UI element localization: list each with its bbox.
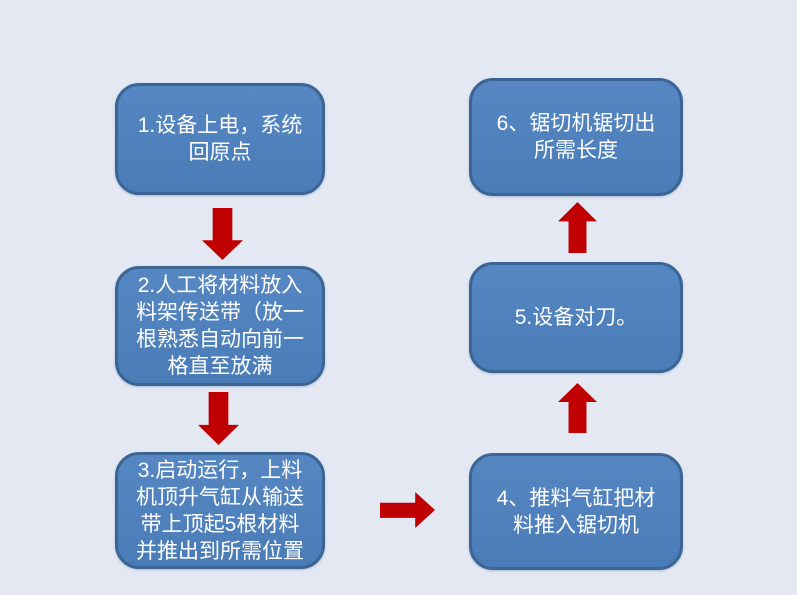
- up-arrow-icon: [558, 383, 597, 433]
- flow-step-5: 5.设备对刀。: [469, 262, 683, 373]
- flow-step-3-text-line: 机顶升气缸从输送: [136, 485, 304, 509]
- flow-step-5-text-line: 5.设备对刀。: [514, 306, 638, 329]
- flow-step-1: 1.设备上电，系统 回原点: [115, 83, 325, 195]
- flow-step-3-text-line: 3.启动运行，上料: [137, 458, 303, 482]
- flow-step-2-text-line: 根熟悉自动向前一: [136, 328, 304, 351]
- flow-step-1-text-line: 回原点: [188, 141, 252, 164]
- flow-step-4-text-line: 4、推料气缸把材: [496, 486, 656, 510]
- flow-step-3-text-line: 并推出到所需位置: [136, 539, 304, 563]
- flow-step-2-text-line: 格直至放满: [167, 355, 273, 378]
- right-arrow-icon: [380, 492, 435, 528]
- flow-step-6: 6、锯切机锯切出 所需长度: [469, 78, 683, 196]
- flow-step-4: 4、推料气缸把材 料推入锯切机: [469, 453, 683, 570]
- flow-step-4-text-line: 料推入锯切机: [513, 513, 639, 537]
- flow-step-6-text-line: 6、锯切机锯切出: [496, 112, 656, 135]
- flow-step-2: 2.人工将材料放入 料架传送带（放一 根熟悉自动向前一 格直至放满: [115, 266, 325, 386]
- flow-step-3-text-line: 带上顶起5根材料: [140, 512, 300, 536]
- flow-step-2-text-line: 料架传送带（放一: [136, 301, 304, 324]
- flow-step-6-text-line: 所需长度: [534, 139, 618, 162]
- down-arrow-icon: [202, 208, 243, 260]
- flow-step-1-text-line: 1.设备上电，系统: [137, 114, 303, 137]
- flow-step-2-text-line: 2.人工将材料放入: [137, 274, 303, 297]
- up-arrow-icon: [558, 202, 597, 253]
- flow-step-3: 3.启动运行，上料 机顶升气缸从输送 带上顶起5根材料 并推出到所需位置: [115, 452, 325, 569]
- down-arrow-icon: [198, 392, 239, 445]
